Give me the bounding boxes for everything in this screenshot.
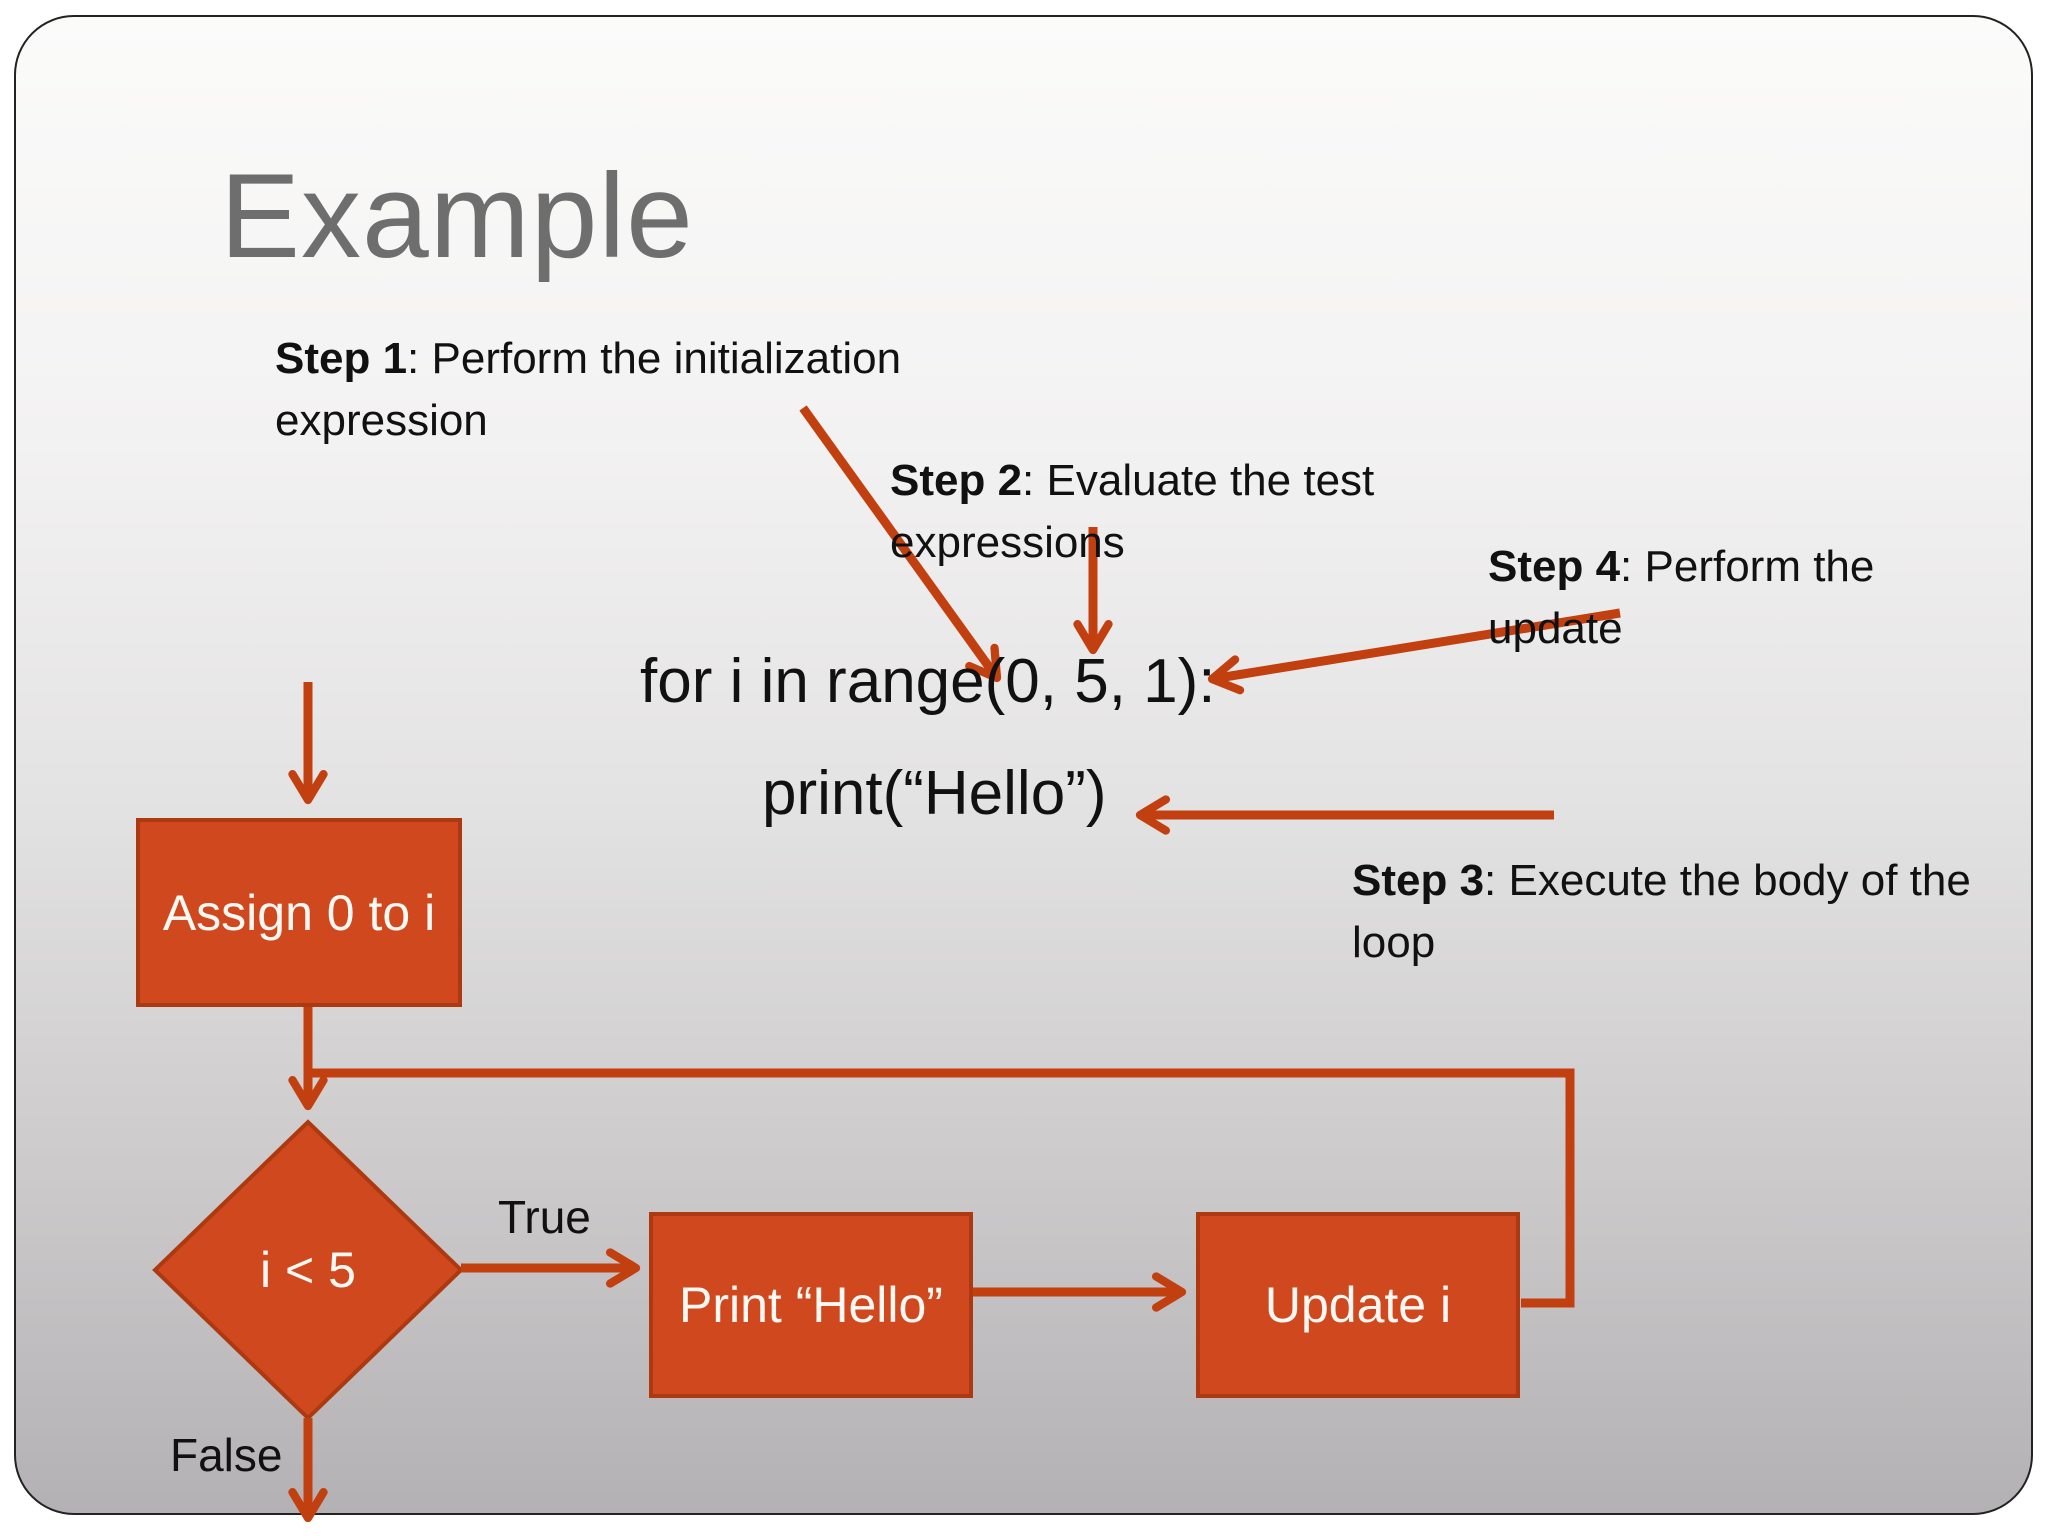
update-box: Update i: [1196, 1212, 1520, 1398]
slide-title: Example: [220, 149, 694, 283]
step3-text: : Execute the body of the loop: [1352, 856, 1971, 968]
step4-annotation: Step 4: Perform the update: [1488, 536, 1968, 661]
step2-label: Step 2: [890, 456, 1023, 505]
assign-box-label: Assign 0 to i: [162, 884, 436, 941]
true-branch-label: True: [498, 1191, 591, 1243]
step1-annotation: Step 1: Perform the initialization expre…: [275, 328, 1085, 453]
step4-label: Step 4: [1488, 542, 1621, 591]
print-box: Print “Hello”: [649, 1212, 973, 1398]
code-print-statement: print(“Hello”): [762, 759, 1107, 828]
arrow-step1-to-code: [799, 405, 1002, 683]
step4-text: : Perform the update: [1488, 542, 1875, 654]
assign-box: Assign 0 to i: [136, 818, 462, 1007]
loopback-line-update-to-condition: [308, 1068, 1575, 1308]
arrow-step4-to-code: [1207, 608, 1621, 695]
step2-annotation: Step 2: Evaluate the test expressions: [890, 450, 1510, 575]
print-box-label: Print “Hello”: [679, 1277, 943, 1333]
step2-text: : Evaluate the test expressions: [890, 456, 1375, 568]
condition-label: i < 5: [260, 1242, 356, 1298]
step3-annotation: Step 3: Execute the body of the loop: [1352, 850, 2002, 975]
step1-text: : Perform the initialization expression: [275, 334, 902, 446]
false-branch-label: False: [170, 1429, 283, 1481]
update-box-label: Update i: [1264, 1277, 1452, 1333]
code-for-statement: for i in range(0, 5, 1):: [640, 647, 1216, 716]
step3-label: Step 3: [1352, 856, 1485, 905]
step1-label: Step 1: [275, 334, 408, 383]
